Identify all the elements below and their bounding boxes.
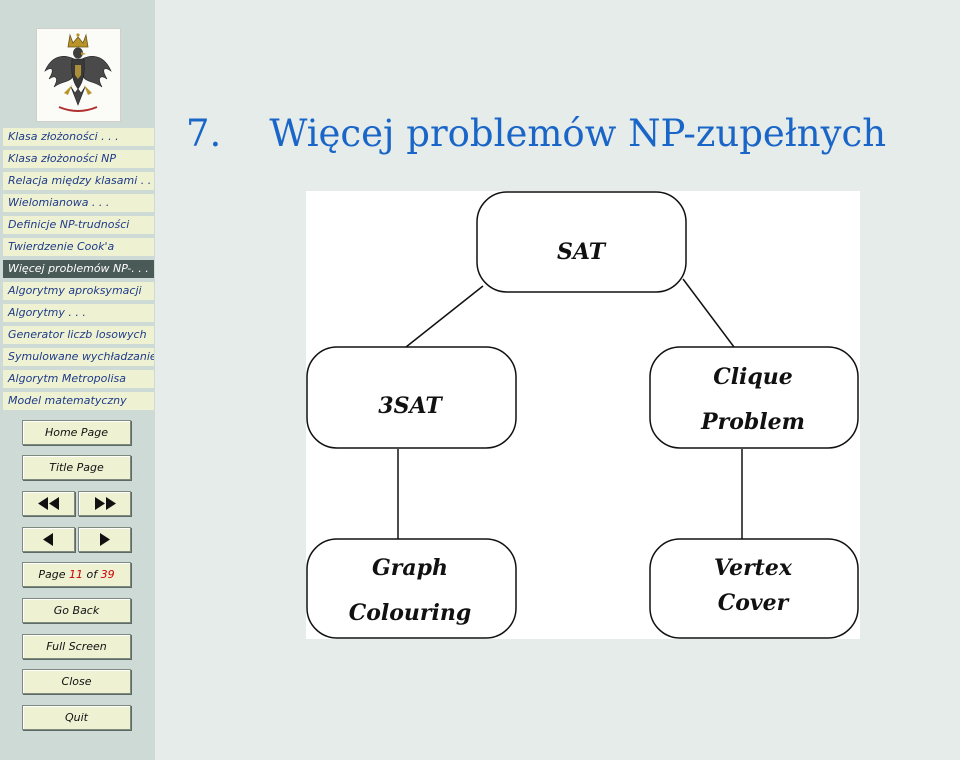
toc-item-generator[interactable]: Generator liczb losowych (3, 326, 154, 344)
edge-sat-clique (682, 278, 735, 348)
double-right-triangle-icon (94, 497, 116, 510)
node-sat (476, 191, 687, 293)
right-triangle-icon (99, 533, 110, 546)
of-word: of (86, 568, 98, 581)
full-screen-button[interactable]: Full Screen (22, 634, 131, 659)
go-back-button[interactable]: Go Back (22, 598, 131, 623)
first-page-button[interactable] (22, 491, 75, 516)
edge-sat-3sat (405, 285, 484, 348)
toc-item-twierdzenie[interactable]: Twierdzenie Cook'a (3, 238, 154, 256)
slide-title-text: Więcej problemów NP-zupełnych (269, 112, 887, 155)
quit-button[interactable]: Quit (22, 705, 131, 730)
node-vertex-label-line2: Cover (718, 590, 790, 616)
node-vertex-cover (649, 538, 859, 639)
toc-item-klasa-np[interactable]: Klasa złożoności NP (3, 150, 154, 168)
node-3sat-label: 3SAT (378, 393, 443, 419)
page-indicator: Page 11 of 39 (22, 562, 131, 587)
logo-eagle-icon (36, 28, 121, 122)
node-clique-label-line2: Problem (700, 409, 805, 435)
toc-item-klasa-zlozonosci[interactable]: Klasa złożoności . . . (3, 128, 154, 146)
toc-item-wiecej-problemow[interactable]: Więcej problemów NP-. . . (3, 260, 154, 278)
previous-page-button[interactable] (22, 527, 75, 552)
np-reduction-diagram: SAT 3SAT Clique Problem Graph Colouring … (306, 191, 860, 639)
page-word: Page (38, 568, 66, 581)
node-sat-label: SAT (557, 239, 607, 265)
toc-item-relacja[interactable]: Relacja między klasami . . . (3, 172, 154, 190)
toc-item-model[interactable]: Model matematyczny (3, 392, 154, 410)
last-page-button[interactable] (78, 491, 131, 516)
left-triangle-icon (42, 533, 53, 546)
slide-title: 7. Więcej problemów NP-zupełnych (186, 112, 886, 155)
node-graph-label-line2: Colouring (349, 600, 472, 626)
node-graph-label-line1: Graph (372, 555, 448, 581)
node-clique-problem (649, 346, 859, 449)
current-page-number: 11 (69, 568, 83, 581)
node-clique-label-line1: Clique (713, 364, 793, 390)
toc-item-definicje[interactable]: Definicje NP-trudności (3, 216, 154, 234)
total-pages-number: 39 (100, 568, 115, 581)
next-page-button[interactable] (78, 527, 131, 552)
slide-number: 7. (186, 112, 222, 155)
node-3sat (306, 346, 517, 449)
home-page-button[interactable]: Home Page (22, 420, 131, 445)
toc-item-algorytmy[interactable]: Algorytmy . . . (3, 304, 154, 322)
node-graph-colouring (306, 538, 517, 639)
toc-item-metropolisa[interactable]: Algorytm Metropolisa (3, 370, 154, 388)
sidebar: Klasa złożoności . . . Klasa złożoności … (0, 0, 155, 760)
double-left-triangle-icon (37, 497, 59, 510)
close-button[interactable]: Close (22, 669, 131, 694)
toc-item-algorytmy-aproksymacji[interactable]: Algorytmy aproksymacji (3, 282, 154, 300)
toc-item-symulowane[interactable]: Symulowane wychładzanie (3, 348, 154, 366)
table-of-contents: Klasa złożoności . . . Klasa złożoności … (3, 128, 154, 414)
title-page-button[interactable]: Title Page (22, 455, 131, 480)
toc-item-wielomianowa[interactable]: Wielomianowa . . . (3, 194, 154, 212)
node-vertex-label-line1: Vertex (714, 555, 793, 581)
